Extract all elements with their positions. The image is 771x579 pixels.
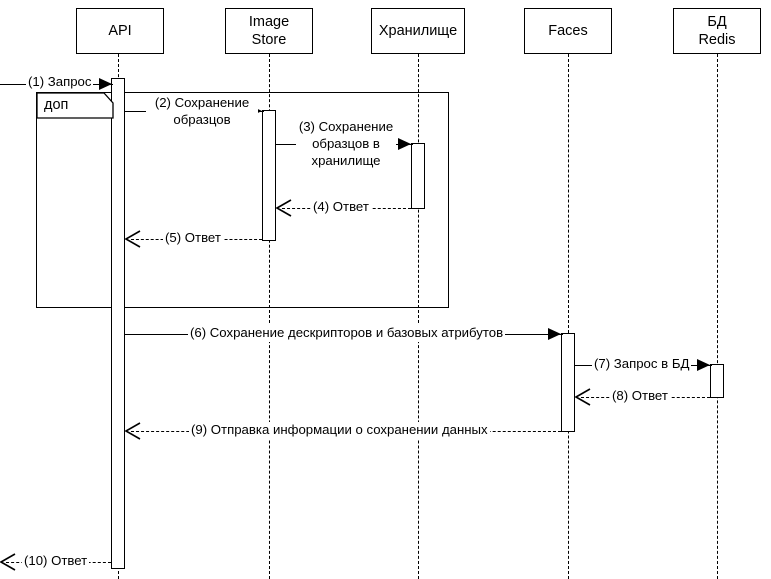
message-3-label: (3) Сохранение образцов в хранилище — [296, 119, 396, 170]
message-4-arrowhead — [276, 199, 292, 217]
activation-redis — [710, 364, 724, 398]
participant-box-api[interactable]: API — [76, 8, 164, 54]
message-8-label: (8) Ответ — [610, 388, 670, 405]
participant-label-faces: Faces — [548, 22, 588, 39]
lifeline-faces — [568, 54, 569, 579]
lifeline-imagestore — [269, 54, 270, 579]
message-10-arrowhead — [0, 553, 16, 571]
lifeline-redis — [717, 54, 718, 579]
message-6-label: (6) Сохранение дескрипторов и базовых ат… — [188, 325, 506, 342]
participant-label-imagestore-line2: Store — [251, 32, 287, 48]
message-1-label: (1) Запрос — [26, 74, 94, 91]
participant-box-storage[interactable]: Хранилище — [371, 8, 465, 54]
participant-box-faces[interactable]: Faces — [524, 8, 612, 54]
participant-box-redis[interactable]: БД Redis — [673, 8, 761, 54]
message-1-arrowhead — [99, 77, 112, 90]
message-6-arrowhead — [548, 327, 561, 340]
activation-storage — [411, 143, 425, 209]
participant-label-storage: Хранилище — [378, 22, 458, 39]
activation-api — [111, 78, 125, 569]
participant-label-redis-line1: БД — [707, 13, 727, 30]
participant-label-imagestore-line1: Image — [248, 13, 290, 30]
message-2-label: (2) Сохранение образцов — [146, 95, 258, 129]
lifeline-storage — [418, 54, 419, 579]
message-9-arrowhead — [125, 422, 141, 440]
fragment-dop-operator-tab — [36, 92, 114, 119]
participant-box-imagestore[interactable]: Image Store — [225, 8, 313, 54]
message-7-arrowhead — [697, 358, 710, 371]
message-3-arrowhead — [398, 137, 411, 150]
message-5-arrowhead — [125, 230, 141, 248]
message-5-label: (5) Ответ — [163, 230, 223, 247]
participant-label-api: API — [108, 22, 132, 39]
participant-label-imagestore: Image Store — [249, 13, 289, 49]
activation-imagestore — [262, 110, 276, 241]
participant-label-redis: БД Redis — [698, 13, 735, 49]
participant-label-redis-line2: Redis — [698, 32, 736, 48]
message-7-label: (7) Запрос в БД — [592, 356, 692, 373]
message-8-arrowhead — [575, 388, 591, 406]
fragment-dop-operator-label: доп — [44, 97, 69, 113]
message-4-label: (4) Ответ — [311, 199, 371, 216]
message-9-label: (9) Отправка информации о сохранении дан… — [189, 422, 490, 439]
message-10-label: (10) Ответ — [22, 553, 90, 570]
activation-faces — [561, 333, 575, 432]
fragment-dop-box — [36, 92, 449, 308]
